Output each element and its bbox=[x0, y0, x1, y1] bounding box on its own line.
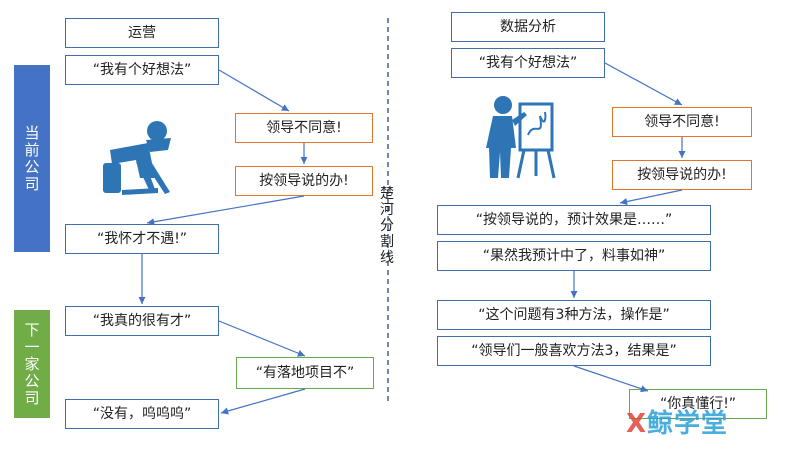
watermark-logo: X鲸学堂 bbox=[626, 409, 729, 439]
left-disagree-box: 领导不同意! bbox=[235, 113, 373, 143]
right-title: 数据分析 bbox=[451, 12, 605, 42]
arrow-left-idea-to-disagree bbox=[218, 69, 290, 112]
right-leaders-prefer-box: “领导们一般喜欢方法3，结果是” bbox=[437, 336, 711, 366]
current-company-label: 当前公司 bbox=[14, 65, 50, 252]
left-follow-box: 按领导说的办! bbox=[235, 166, 373, 196]
right-praise-box: “你真懂行!” bbox=[629, 389, 767, 419]
next-company-label: 下一家公司 bbox=[14, 310, 50, 418]
relaxing-person-icon bbox=[103, 121, 171, 195]
right-three-methods-box: “这个问题有3种方法，操作是” bbox=[437, 300, 711, 330]
right-expected-box: “按领导说的，预计效果是……” bbox=[437, 205, 711, 235]
left-projects-question-box: “有落地项目不” bbox=[236, 357, 374, 389]
left-talented-box: “我真的很有才” bbox=[65, 306, 219, 336]
left-no-cry-box: “没有，呜呜呜” bbox=[65, 399, 219, 429]
right-disagree-box: 领导不同意! bbox=[612, 107, 752, 137]
arrow-left-talented-to-projects bbox=[218, 320, 306, 357]
right-idea-box: “我有个好想法” bbox=[451, 48, 605, 78]
right-follow-box: 按领导说的办! bbox=[612, 160, 752, 190]
arrow-left-projects-to-nocry bbox=[220, 388, 306, 415]
left-idea-box: “我有个好想法” bbox=[65, 55, 219, 85]
right-predicted-box: “果然我预计中了，料事如神” bbox=[437, 241, 711, 271]
left-title: 运营 bbox=[65, 18, 219, 48]
arrow-right-follow-to-expected bbox=[619, 189, 683, 206]
left-unappreciated-box: “我怀才不遇!” bbox=[65, 224, 219, 254]
painter-icon bbox=[486, 96, 556, 179]
arrow-right-leaders-to-praise bbox=[573, 365, 649, 393]
divider-label: 楚河分割线 bbox=[380, 186, 394, 266]
arrow-right-idea-to-disagree bbox=[604, 62, 683, 106]
arrow-left-follow-to-unappreciated bbox=[146, 195, 305, 226]
